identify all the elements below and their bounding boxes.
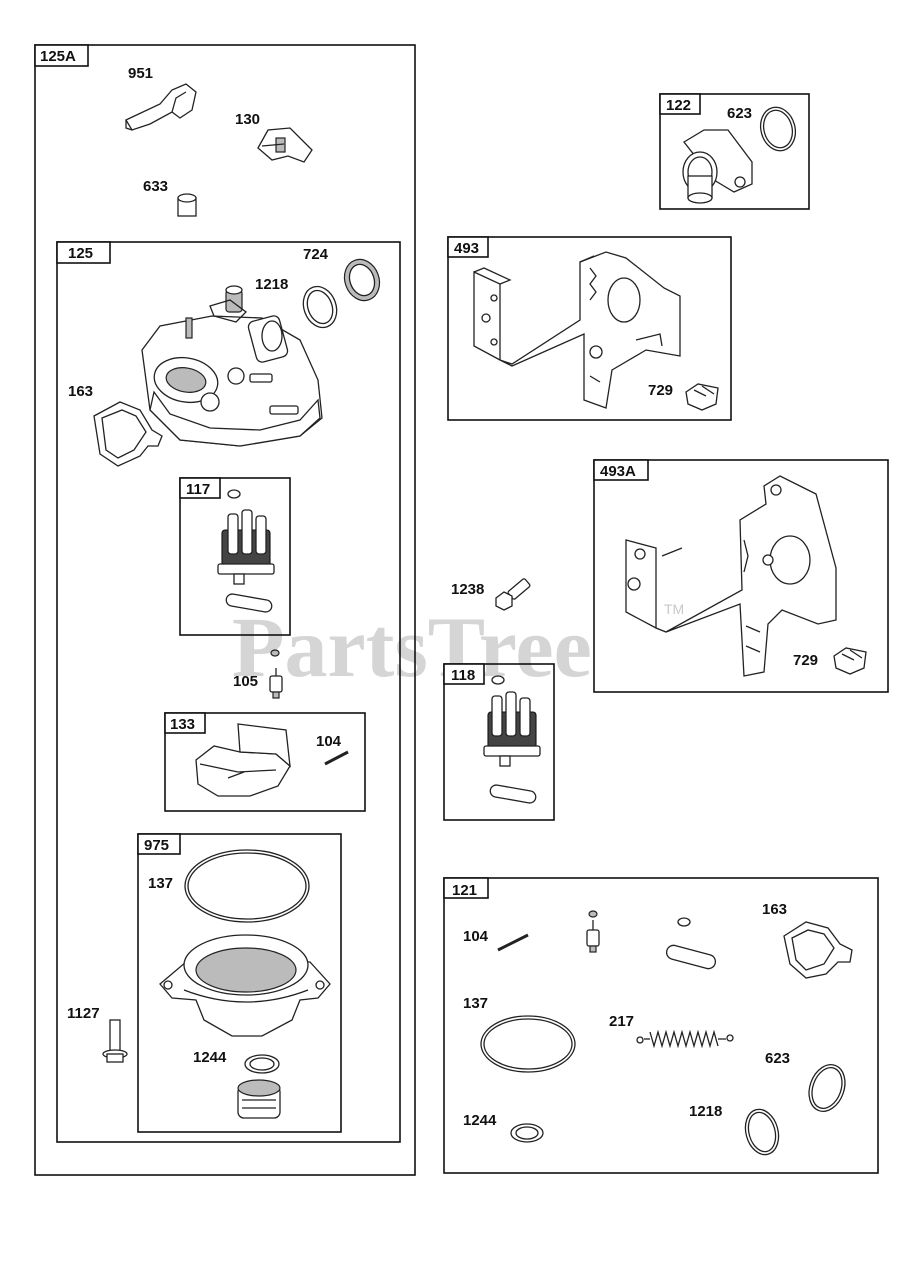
part-label-1127[interactable]: 1127 xyxy=(67,1005,100,1022)
part-1218-oring-b[interactable] xyxy=(741,1106,784,1159)
assembly-tag-117: 117 xyxy=(186,481,210,498)
part-label-729b[interactable]: 729 xyxy=(793,652,818,669)
part-label-633[interactable]: 633 xyxy=(143,178,168,195)
assembly-125[interactable]: 125 724 1218 xyxy=(56,241,401,1143)
assembly-tag-118: 118 xyxy=(451,667,475,684)
part-163-gasket[interactable] xyxy=(93,401,163,467)
assembly-117[interactable]: 117 xyxy=(179,477,291,636)
part-label-1244b[interactable]: 1244 xyxy=(463,1112,497,1129)
assembly-tag-493: 493 xyxy=(454,240,479,257)
part-bowl-nut[interactable] xyxy=(237,1079,281,1119)
assembly-133[interactable]: 133 104 xyxy=(164,712,366,812)
part-137-bowl-gasket[interactable] xyxy=(184,849,310,923)
part-104-float-pin-b[interactable] xyxy=(497,933,529,952)
assembly-tag-975: 975 xyxy=(144,837,169,854)
assembly-122[interactable]: 122 623 xyxy=(659,93,810,210)
part-163-gasket-b[interactable] xyxy=(783,921,853,979)
part-1127-bolt[interactable] xyxy=(102,1019,128,1063)
part-label-137b[interactable]: 137 xyxy=(463,995,488,1012)
part-label-104[interactable]: 104 xyxy=(316,733,342,750)
part-label-104b[interactable]: 104 xyxy=(463,928,489,945)
part-1244-washer-b[interactable] xyxy=(510,1123,544,1143)
part-1218-oring[interactable] xyxy=(298,282,342,332)
part-label-1218[interactable]: 1218 xyxy=(255,276,288,293)
part-623-oring[interactable] xyxy=(756,103,800,154)
part-975-fuel-bowl[interactable] xyxy=(159,934,331,1037)
assembly-tag-125A: 125A xyxy=(40,48,76,65)
part-label-623b[interactable]: 623 xyxy=(765,1050,790,1067)
part-label-1244[interactable]: 1244 xyxy=(193,1049,227,1066)
watermark-tm: TM xyxy=(664,601,684,617)
assembly-tag-493A: 493A xyxy=(600,463,636,480)
part-493A-bracket[interactable] xyxy=(625,475,837,677)
part-1244-washer[interactable] xyxy=(244,1054,280,1074)
part-label-105[interactable]: 105 xyxy=(233,673,258,690)
part-label-217[interactable]: 217 xyxy=(609,1013,634,1030)
part-needle-b[interactable] xyxy=(586,910,600,953)
part-fuel-bowl-gasket-b[interactable] xyxy=(665,917,717,970)
part-137-bowl-gasket-b[interactable] xyxy=(480,1015,576,1073)
part-label-729[interactable]: 729 xyxy=(648,382,673,399)
part-117-fuel-bowl-valve[interactable] xyxy=(217,489,275,613)
part-label-163[interactable]: 163 xyxy=(68,383,93,400)
part-118-fuel-bowl-valve[interactable] xyxy=(483,675,541,804)
part-label-1238[interactable]: 1238 xyxy=(451,581,484,598)
part-label-623[interactable]: 623 xyxy=(727,105,752,122)
watermark-text: PartsTree xyxy=(232,599,592,695)
part-623-oring-b[interactable] xyxy=(803,1060,851,1117)
assembly-493A[interactable]: 493A 729 xyxy=(593,459,889,693)
part-133-float[interactable] xyxy=(195,723,291,797)
assembly-493[interactable]: 493 729 xyxy=(447,236,732,421)
part-729-clip[interactable] xyxy=(685,383,719,411)
part-label-724[interactable]: 724 xyxy=(303,246,329,263)
assembly-118[interactable]: 118 xyxy=(443,663,555,821)
part-1238-screw[interactable] xyxy=(495,578,531,611)
assembly-tag-121: 121 xyxy=(452,882,477,899)
part-label-951[interactable]: 951 xyxy=(128,65,153,82)
part-130-bracket[interactable] xyxy=(257,127,313,163)
part-122-adapter[interactable] xyxy=(682,129,753,204)
part-label-130[interactable]: 130 xyxy=(235,111,260,128)
assembly-121[interactable]: 121 104 163 137 217 xyxy=(443,877,879,1174)
part-633-bushing[interactable] xyxy=(177,193,197,217)
assembly-tag-125: 125 xyxy=(68,245,93,262)
part-label-137[interactable]: 137 xyxy=(148,875,173,892)
part-104-float-pin[interactable] xyxy=(324,750,349,766)
part-493-bracket[interactable] xyxy=(473,251,681,409)
assembly-125A[interactable]: 125A 951 130 633 xyxy=(34,44,416,1176)
part-729-clip-b[interactable] xyxy=(833,647,867,675)
assembly-tag-133: 133 xyxy=(170,716,195,733)
part-724-seal[interactable] xyxy=(339,254,385,305)
part-105-needle[interactable] xyxy=(269,649,283,699)
assembly-975[interactable]: 975 137 1244 xyxy=(137,833,342,1133)
part-label-1218b[interactable]: 1218 xyxy=(689,1103,722,1120)
watermark: PartsTree TM xyxy=(232,599,684,695)
assembly-tag-122: 122 xyxy=(666,97,691,114)
part-carburetor-body[interactable] xyxy=(141,285,323,447)
part-951-throttle-lever[interactable] xyxy=(125,83,197,131)
part-label-163b[interactable]: 163 xyxy=(762,901,787,918)
part-217-spring[interactable] xyxy=(636,1029,734,1049)
